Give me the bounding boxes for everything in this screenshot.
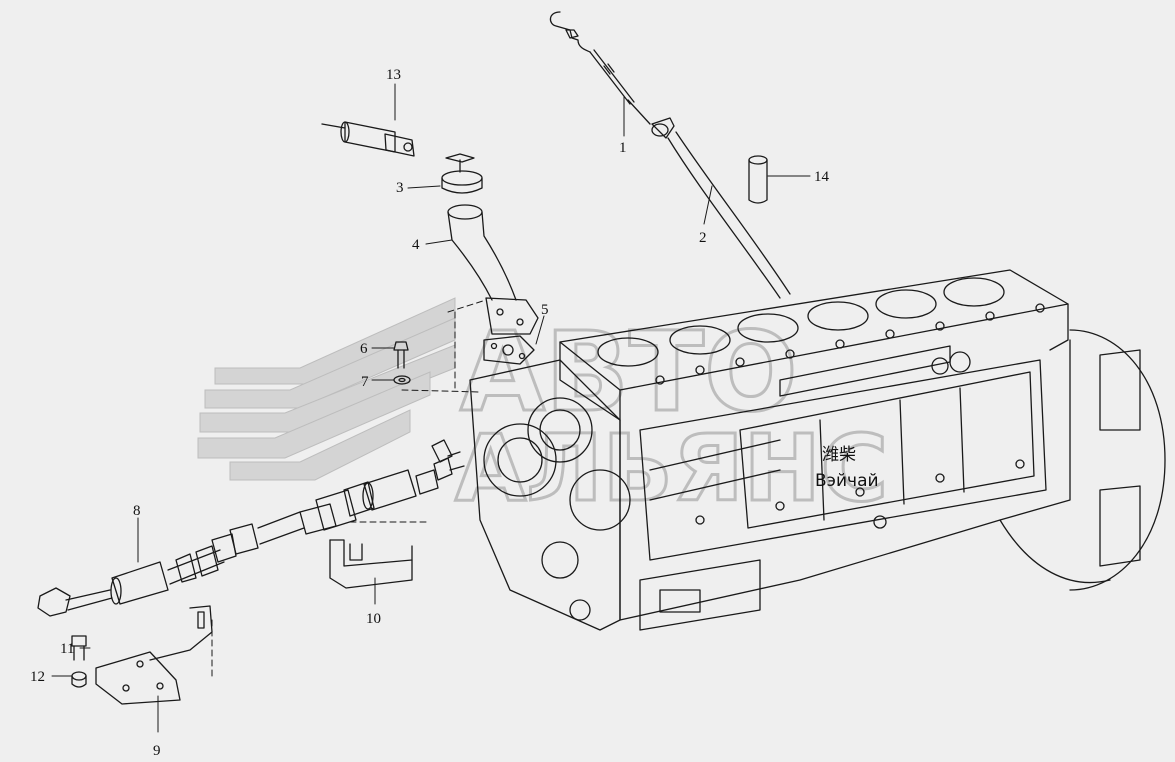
engine-block [469,269,1166,631]
dipstick-tube [651,117,791,299]
callout-6: 6 [360,341,368,357]
watermark-text: АВТО АЛЬЯНС [454,307,890,524]
dipstick [549,11,651,125]
callout-10: 10 [366,611,381,627]
callout-12: 12 [30,669,45,685]
nameplate-chinese: 潍柴 [822,445,856,465]
watermark-logo [197,297,456,481]
callout-5: 5 [541,302,549,318]
pipe-bracket-upper [329,539,413,589]
watermark-line-1: АВТО [460,308,798,436]
callout-7: 7 [361,374,369,390]
leader-lines [51,83,811,733]
pipe-bracket-lower [95,605,213,705]
callout-1: 1 [619,140,627,156]
plug-sleeve [748,155,768,204]
callout-4: 4 [412,237,420,253]
filler-cap [441,153,483,194]
oil-pipe-assembly [37,439,465,617]
breather-hose [321,121,415,157]
callout-13: 13 [386,67,401,83]
callout-14: 14 [814,169,830,185]
nameplate-russian: Вэйчай [815,471,879,491]
callout-2: 2 [699,230,707,246]
callout-3: 3 [396,180,404,196]
callout-8: 8 [133,503,141,519]
watermark-line-2: АЛЬЯНС [455,415,888,522]
bolt-and-washer [393,341,411,385]
callout-9: 9 [153,743,161,759]
callout-11: 11 [60,641,74,657]
filler-gasket [483,335,535,365]
engine-nameplate: 潍柴 Вэйчай [815,445,879,491]
callout-labels: 1 2 3 4 5 6 7 8 9 10 11 12 13 14 [30,67,830,759]
